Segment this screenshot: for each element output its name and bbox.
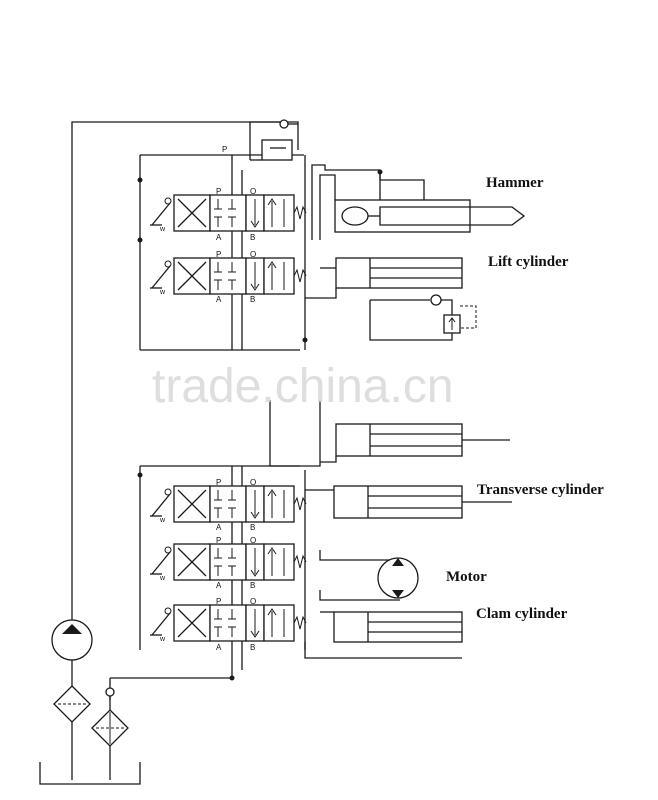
port-label-a: A <box>216 581 222 590</box>
port-label-p: P <box>216 478 221 487</box>
port-label-b: B <box>250 523 255 532</box>
port-label-a: A <box>216 233 222 242</box>
watermark: trade.china.cn <box>152 360 454 413</box>
port-label-a: A <box>216 643 222 652</box>
control-valve-clam: P O A B <box>149 597 307 652</box>
port-label-o: O <box>250 250 256 259</box>
port-label-p: P <box>216 187 221 196</box>
transverse-cylinder <box>305 485 512 519</box>
suction-filter <box>53 685 91 780</box>
port-label-b: B <box>250 233 255 242</box>
hammer-actuator <box>311 164 526 240</box>
hydraulic-motor <box>319 550 419 601</box>
hammer-label: Hammer <box>486 175 544 191</box>
clam-cylinder <box>304 611 463 659</box>
port-label-b: B <box>250 581 255 590</box>
port-label-p: P <box>216 536 221 545</box>
port-label-o: O <box>250 478 256 487</box>
clam-cylinder-label: Clam cylinder <box>476 606 568 622</box>
relief-valve <box>249 119 298 161</box>
control-valve-motor: P O A B <box>149 536 307 590</box>
control-valve-hammer: P O A B <box>149 187 307 242</box>
port-label-p: P <box>216 597 221 606</box>
port-label-p-main: P <box>222 145 227 154</box>
transverse-cylinder-label: Transverse cylinder <box>477 482 604 498</box>
lift-cylinder-label: Lift cylinder <box>488 254 569 270</box>
lift-cylinder <box>305 257 477 341</box>
port-label-b: B <box>250 295 255 304</box>
port-label-o: O <box>250 536 256 545</box>
port-label-a: A <box>216 295 222 304</box>
motor-label: Motor <box>446 569 487 585</box>
port-label-o: O <box>250 187 256 196</box>
hydraulic-pump <box>51 619 93 686</box>
control-valve-transverse: P O A B <box>149 478 307 532</box>
port-label-p: P <box>216 250 221 259</box>
port-label-b: B <box>250 643 255 652</box>
port-label-o: O <box>250 597 256 606</box>
return-filter <box>91 687 129 780</box>
port-label-a: A <box>216 523 222 532</box>
control-valve-lift: P O A B <box>149 250 307 304</box>
upper-middle-cylinder <box>269 400 510 467</box>
oil-tank <box>39 762 141 785</box>
